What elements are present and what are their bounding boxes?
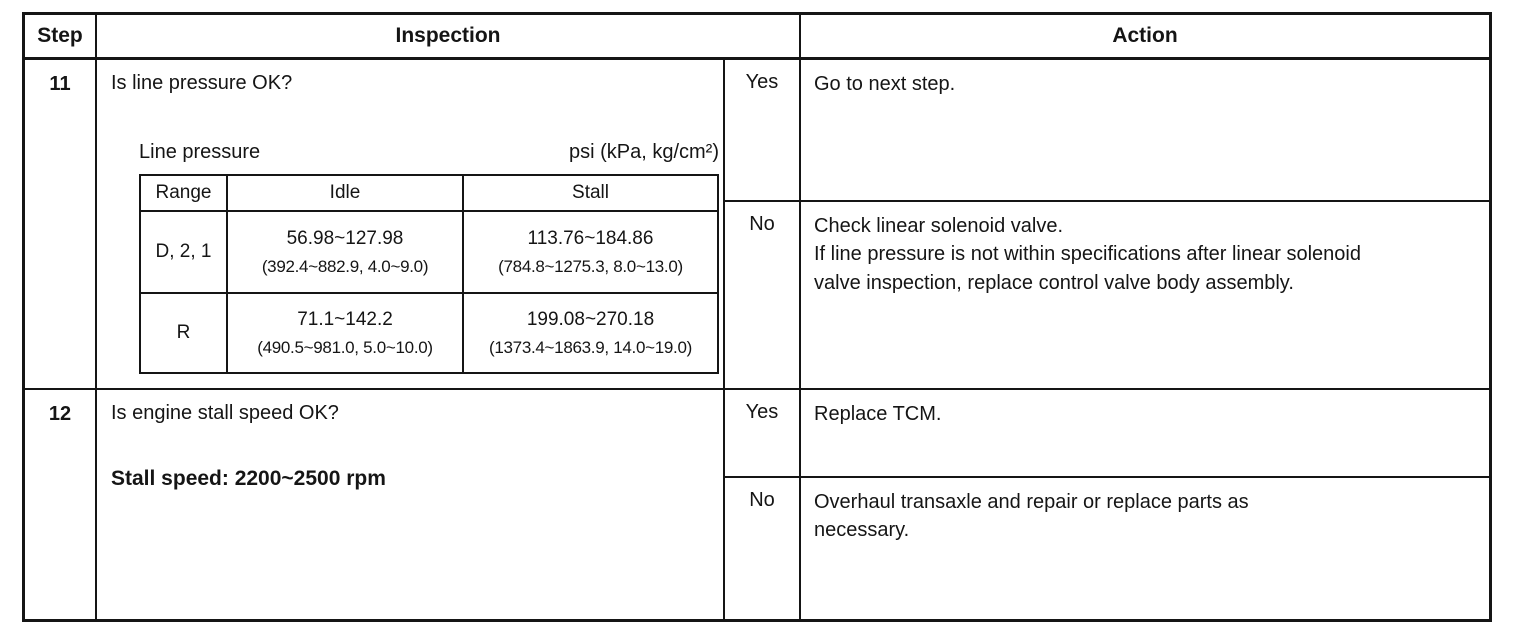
step-12-no-action: Overhaul transaxle and repair or replace… [801,478,1489,619]
step-11-no-action: Check linear solenoid valve. If line pre… [801,202,1489,390]
idle-value: 71.1~142.2 [297,308,393,330]
pressure-row-r-stall: 199.08~270.18 (1373.4~1863.9, 14.0~19.0) [464,294,717,372]
column-header-step: Step [25,15,97,60]
troubleshooting-table: Step Inspection Action 11 Is line pressu… [22,12,1492,622]
idle-metric: (490.5~981.0, 5.0~10.0) [257,337,433,357]
pressure-row-d21-idle: 56.98~127.98 (392.4~882.9, 4.0~9.0) [228,212,464,294]
action-text-line2: If line pressure is not within specifica… [814,243,1361,294]
step-11-no-label: No [725,202,801,390]
step-11-yes-action: Go to next step. [801,60,1489,202]
stall-value: 113.76~184.86 [527,227,654,249]
pressure-row-d21-range: D, 2, 1 [141,212,228,294]
line-pressure-table: Range Idle Stall D, 2, 1 56.98~127.98 (3… [139,174,719,374]
pressure-row-d21-stall: 113.76~184.86 (784.8~1275.3, 8.0~13.0) [464,212,717,294]
stall-metric: (784.8~1275.3, 8.0~13.0) [498,256,683,276]
step-12-yes-label: Yes [725,390,801,478]
step-12-yes-action: Replace TCM. [801,390,1489,478]
stall-value: 199.08~270.18 [526,308,655,330]
action-text-line1: Check linear solenoid valve. [814,215,1064,237]
pressure-row-r-range: R [141,294,228,372]
pressure-table-label: Line pressure [139,141,261,163]
pressure-row-r-idle: 71.1~142.2 (490.5~981.0, 5.0~10.0) [228,294,464,372]
step-12-inspection-cell: Is engine stall speed OK? Stall speed: 2… [97,390,725,619]
step-number-12: 12 [25,390,97,619]
stall-speed-spec: Stall speed: 2200~2500 rpm [111,467,386,490]
stall-metric: (1373.4~1863.9, 14.0~19.0) [489,337,692,357]
pressure-header-stall: Stall [464,176,717,212]
pressure-table-caption: Line pressure psi (kPa, kg/cm²) [139,141,719,164]
idle-value: 56.98~127.98 [286,227,404,249]
action-text: Replace TCM. [814,403,942,425]
action-text: Go to next step. [814,73,956,95]
pressure-table-units: psi (kPa, kg/cm²) [568,141,719,163]
step-12-no-label: No [725,478,801,619]
idle-metric: (392.4~882.9, 4.0~9.0) [261,256,429,276]
column-header-inspection: Inspection [97,15,801,60]
action-text: Overhaul transaxle and repair or replace… [814,491,1249,542]
step-number-11: 11 [25,60,97,390]
step-12-question: Is engine stall speed OK? [111,402,339,424]
step-11-yes-label: Yes [725,60,801,202]
step-11-question: Is line pressure OK? [111,72,293,94]
step-11-inspection-cell: Is line pressure OK? Line pressure psi (… [97,60,725,390]
pressure-header-idle: Idle [228,176,464,212]
column-header-action: Action [801,15,1489,60]
pressure-header-range: Range [141,176,228,212]
